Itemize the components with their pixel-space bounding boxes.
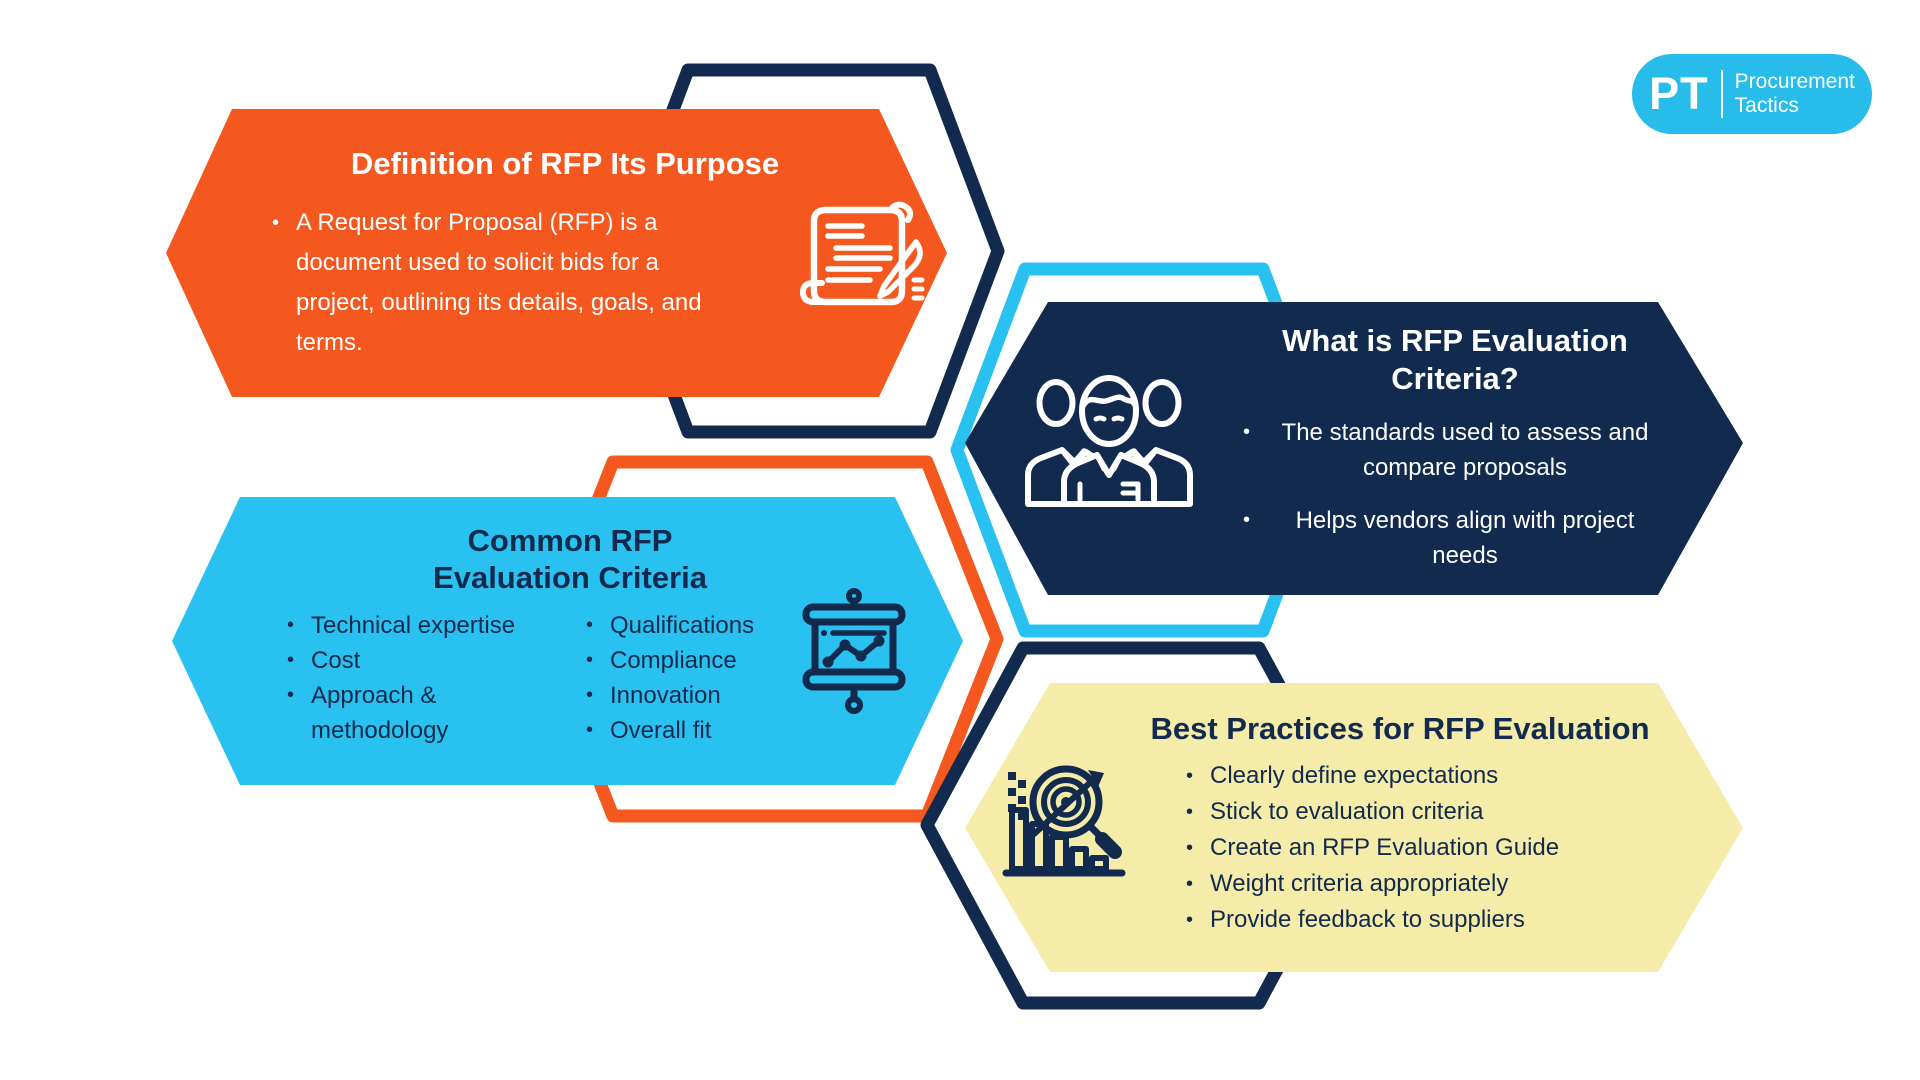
bullet-dot: • — [272, 212, 280, 234]
card-definition-shapes — [166, 63, 1005, 439]
criteria-bullet-text: The standards used to assess and compare… — [1281, 419, 1649, 481]
bullet-dot: • — [1243, 421, 1251, 443]
criteria-bullet-text: Helps vendors align with project needs — [1295, 507, 1635, 569]
scroll-pen-icon — [800, 201, 925, 306]
bullet-dot: • — [586, 719, 594, 741]
practice-item: Weight criteria appropriately — [1210, 870, 1509, 897]
team-icon — [1025, 375, 1193, 507]
definition-bullet-list: • A Request for Proposal (RFP) is a docu… — [272, 203, 792, 363]
criteria-item: Technical expertise — [311, 612, 516, 639]
common-criteria-title: Common RFP Evaluation Criteria — [433, 523, 707, 595]
what-is-criteria-bullet-list: • The standards used to assess and compa… — [1243, 415, 1663, 573]
list-item: • Innovation — [586, 678, 866, 713]
best-practices-title: Best Practices for RFP Evaluation — [1150, 711, 1650, 746]
list-item: • The standards used to assess and compa… — [1243, 415, 1663, 485]
list-item: • Clearly define expectations — [1186, 758, 1676, 794]
list-item: • Compliance — [586, 643, 866, 678]
bullet-dot: • — [586, 649, 594, 671]
definition-bullet-text: A Request for Proposal (RFP) is a docume… — [296, 209, 702, 356]
common-criteria-left-column: • Technical expertise • Cost • Approach … — [287, 608, 577, 748]
target-analysis-icon — [1002, 765, 1126, 877]
list-item: • Weight criteria appropriately — [1186, 866, 1676, 902]
common-criteria-outline-hexagon — [536, 455, 1004, 823]
procurement-tactics-logo: PT Procurement Tactics — [1632, 54, 1872, 134]
list-item: • Helps vendors align with project needs — [1243, 503, 1663, 573]
list-item: • Cost — [287, 643, 577, 678]
logo-abbreviation: PT — [1649, 68, 1709, 119]
list-item: • Overall fit — [586, 713, 866, 748]
best-practices-bullet-list: • Clearly define expectations • Stick to… — [1186, 758, 1676, 938]
what-is-criteria-card-shape — [965, 302, 1743, 595]
definition-outline-hexagon — [613, 63, 1005, 439]
criteria-item: Compliance — [610, 647, 737, 674]
criteria-item: Approach & methodology — [311, 682, 449, 744]
list-item: • Approach & methodology — [287, 678, 577, 748]
bullet-dot: • — [1186, 837, 1194, 859]
bullet-dot: • — [586, 614, 594, 636]
criteria-item: Qualifications — [610, 612, 755, 639]
bullet-dot: • — [1186, 765, 1194, 787]
logo-divider — [1720, 70, 1723, 118]
logo-name: Procurement Tactics — [1734, 70, 1855, 117]
criteria-item: Innovation — [610, 682, 721, 709]
common-criteria-right-column: • Qualifications • Compliance • Innovati… — [586, 608, 866, 748]
definition-card-shape — [166, 109, 947, 397]
criteria-item: Overall fit — [610, 717, 712, 744]
list-item: • A Request for Proposal (RFP) is a docu… — [272, 203, 792, 363]
list-item: • Technical expertise — [287, 608, 577, 643]
list-item: • Create an RFP Evaluation Guide — [1186, 830, 1676, 866]
bullet-dot: • — [1186, 909, 1194, 931]
card-common-criteria-shapes — [172, 455, 1004, 823]
what-is-criteria-title: What is RFP Evaluation Criteria? — [1282, 323, 1628, 396]
bullet-dot: • — [586, 684, 594, 706]
definition-title: Definition of RFP Its Purpose — [350, 146, 780, 181]
bullet-dot: • — [1243, 509, 1251, 531]
bullet-dot: • — [1186, 873, 1194, 895]
bullet-dot: • — [1186, 801, 1194, 823]
practice-item: Provide feedback to suppliers — [1210, 906, 1525, 933]
best-practices-card-shape — [965, 683, 1743, 972]
practice-item: Create an RFP Evaluation Guide — [1210, 834, 1560, 861]
list-item: • Stick to evaluation criteria — [1186, 794, 1676, 830]
bullet-dot: • — [287, 649, 295, 671]
practice-item: Clearly define expectations — [1210, 762, 1499, 789]
list-item: • Provide feedback to suppliers — [1186, 902, 1676, 938]
common-criteria-card-shape — [172, 497, 963, 785]
bullet-dot: • — [287, 614, 295, 636]
bullet-dot: • — [287, 684, 295, 706]
practice-item: Stick to evaluation criteria — [1210, 798, 1484, 825]
card-best-practices-shapes — [920, 641, 1743, 1010]
presentation-chart-icon — [802, 588, 906, 714]
criteria-item: Cost — [311, 647, 361, 674]
card-what-is-criteria-shapes — [950, 262, 1743, 638]
list-item: • Qualifications — [586, 608, 866, 643]
